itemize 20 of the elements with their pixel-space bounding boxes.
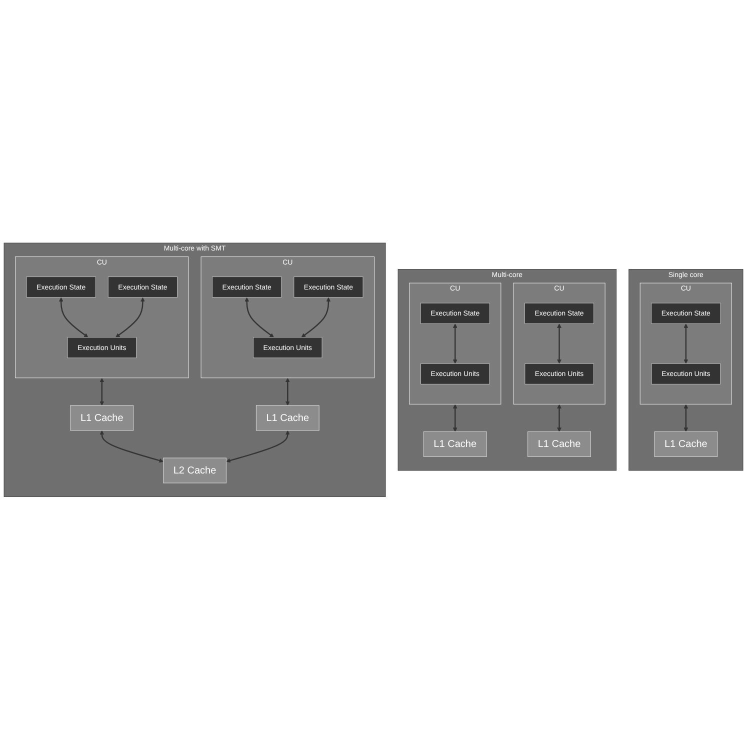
arrow <box>100 378 104 406</box>
arrow <box>244 297 274 338</box>
arrow <box>452 404 458 432</box>
arrow <box>684 404 688 432</box>
node-box: L1 Cache <box>654 432 718 458</box>
arrow <box>557 324 562 364</box>
arrow <box>226 430 290 463</box>
arrow <box>58 297 88 338</box>
node-box: L1 Cache <box>423 432 487 458</box>
arrow <box>285 378 290 406</box>
arrow <box>116 297 145 338</box>
arrow <box>557 404 562 432</box>
node-box: L1 Cache <box>70 405 134 431</box>
arrow <box>301 297 331 338</box>
node-box: L2 Cache <box>163 458 226 484</box>
node-box: L1 Cache <box>256 405 320 431</box>
arrow <box>452 324 458 364</box>
arrow <box>100 430 164 463</box>
arrow <box>684 324 688 364</box>
node-box: L1 Cache <box>528 432 591 458</box>
